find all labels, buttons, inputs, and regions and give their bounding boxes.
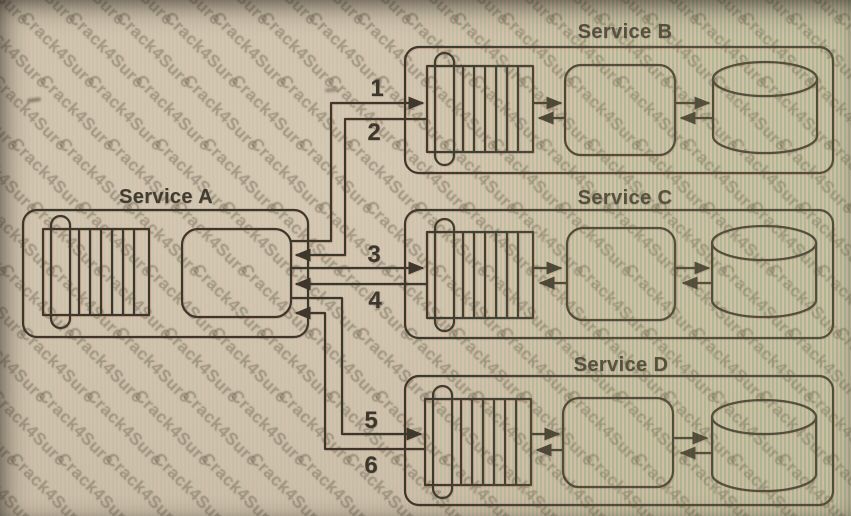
service-c-box (403, 208, 835, 340)
service-a-queue-icon (41, 214, 151, 330)
connector-2-label: 2 (367, 119, 381, 146)
service-a-box (21, 208, 310, 339)
service-b-label: Service B (577, 21, 673, 43)
service-d-internal-arrows (531, 427, 712, 460)
connector-1-label: 1 (370, 75, 384, 102)
service-a-process-box (180, 227, 293, 319)
connector-6-label: 6 (364, 452, 378, 479)
service-c-group (403, 208, 835, 340)
service-c-process-box (565, 226, 677, 322)
connector-5-a-to-d (291, 296, 423, 441)
service-c-internal-arrows (533, 261, 712, 290)
service-b-group (403, 45, 835, 175)
connector-5-label: 5 (364, 407, 378, 434)
connector-1-a-to-b (291, 96, 425, 243)
service-c-label: Service C (577, 187, 673, 209)
service-d-box (403, 374, 835, 507)
service-b-box (403, 45, 835, 175)
connector-3-label: 3 (367, 241, 381, 268)
service-d-label: Service D (573, 354, 669, 376)
service-b-internal-arrows (533, 96, 713, 125)
connector-2-b-to-a (294, 117, 427, 262)
service-d-database-icon (710, 398, 818, 493)
connector-6-d-to-a (294, 306, 425, 451)
connector-4-label: 4 (368, 287, 382, 314)
service-d-group (403, 374, 835, 507)
service-d-process-box (561, 396, 675, 489)
service-a-label: Service A (118, 186, 214, 208)
service-b-process-box (563, 63, 677, 157)
service-a-group (21, 208, 310, 339)
service-b-queue-icon (425, 51, 535, 167)
service-d-queue-icon (423, 384, 533, 500)
service-b-database-icon (711, 60, 819, 155)
service-c-database-icon (710, 224, 818, 319)
service-c-queue-icon (425, 217, 535, 333)
